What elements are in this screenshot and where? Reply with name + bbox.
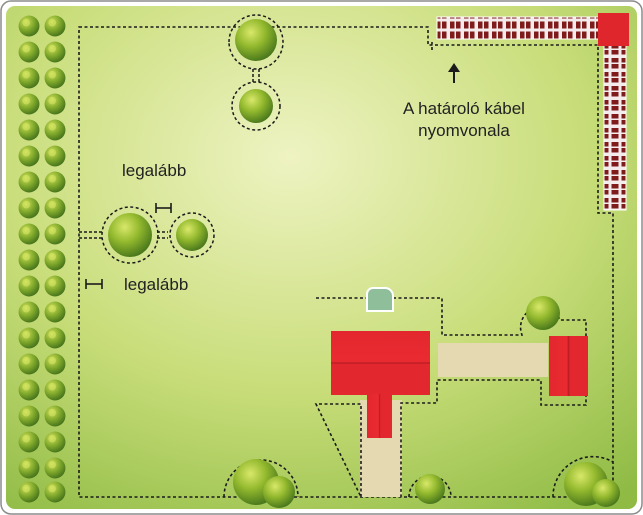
cable-caption: A határoló kábel nyomvonala	[364, 98, 564, 142]
cable-caption-line: A határoló kábel	[403, 99, 525, 118]
charging-station-icon	[366, 287, 394, 312]
tree-icon	[235, 19, 277, 61]
left-tree-island	[79, 206, 215, 264]
tree-icon	[592, 479, 620, 507]
top-tree-island	[228, 14, 284, 131]
house-cable-loop	[314, 297, 587, 498]
dimension-marker-icon	[155, 203, 172, 213]
arrow-up-icon	[448, 63, 460, 83]
lawn	[6, 6, 637, 509]
tree-icon	[108, 213, 152, 257]
house-roof-icon	[331, 331, 430, 438]
tree-icon	[176, 219, 208, 251]
min-distance-label: legalább	[124, 275, 189, 294]
walkway-east	[438, 343, 548, 377]
cable-caption-line: nyomvonala	[418, 121, 510, 140]
fence-corner-pillar	[598, 13, 629, 46]
dimension-marker-icon	[85, 279, 103, 289]
tree-icon	[526, 296, 560, 330]
tree-icon	[239, 89, 273, 123]
brick-fence	[436, 13, 629, 211]
min-distance-label: legalább	[122, 161, 187, 180]
tree-icon	[263, 476, 295, 508]
garage-roof-icon	[549, 336, 588, 396]
tree-icon	[415, 474, 445, 504]
bottom-tree-islands	[223, 455, 620, 508]
